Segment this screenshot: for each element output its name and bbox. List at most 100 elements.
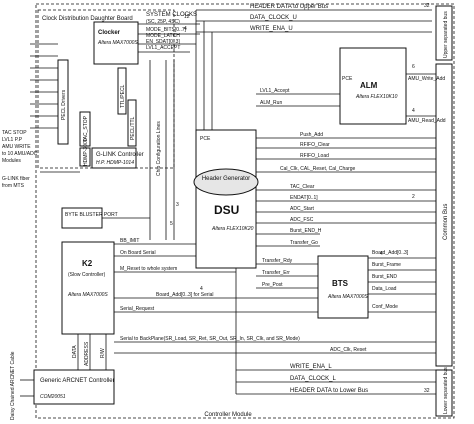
arcnet-block: Generic ARCNET Controller COM20051 (33, 369, 115, 405)
header-generator: Header Generator (193, 168, 259, 196)
bts-block: BTS Altera MAX7000S (317, 255, 369, 319)
left-modules: Modules (2, 158, 21, 164)
alm-run: ALM_Run (260, 100, 282, 106)
bw-32b: 32 (424, 388, 430, 394)
clocker-chip: Altera MAX7000S (97, 40, 138, 46)
left-tac-stop: TAC STOP (2, 130, 27, 136)
dsu-bts-wires (256, 263, 318, 289)
bw-4c: 4 (380, 251, 383, 257)
lower-bus-bar: Lower separated bus (435, 367, 453, 417)
dsu-chip: Altera FLEX10K20 (211, 226, 254, 232)
alm-title: ALM (360, 81, 378, 90)
k2-m-reset: M_Reset to whole system (120, 266, 177, 272)
left-amu: AMU WRITE (2, 144, 31, 150)
k2-wires (114, 243, 436, 354)
dsu-tac-clear: TAC_Clear (290, 184, 315, 190)
bw-2: 2 (412, 194, 415, 200)
left-daisy: Daisy Chained ARCNET Cable (10, 351, 16, 420)
alm-rfifo-clear: RFIFO_Clear (300, 142, 330, 148)
k2-data: DATA (72, 345, 78, 358)
bw-4b: 4 (412, 108, 415, 114)
dsu-transfer-rdy: Transfer_Rdy (262, 258, 293, 264)
bw-12: 12 (184, 14, 190, 20)
k2-address: ADDRESS (84, 341, 90, 366)
alm-push-add: Push_Add (300, 132, 323, 138)
sig-header-lower: HEADER DATA to Lower Bus (290, 388, 368, 394)
clock-board-title: Clock Distribution Daughter Board (42, 16, 133, 22)
dsu-burst-end: Burst_END_H (290, 228, 322, 234)
common-bus-label: Common Bus (443, 204, 449, 240)
k2-block: K2 (Slow Controller) Altera MAX7000S (61, 241, 115, 335)
lower-bus-label: Lower separated bus (443, 367, 449, 414)
alm-rfifo-load: RFIFO_Load (300, 153, 329, 159)
bw-4a: 4 (184, 26, 187, 32)
upper-bus-label: Upper separated bus (443, 11, 449, 58)
sig-write-ena-l: WRITE_ENA_L (290, 364, 332, 370)
dsu-right-wires (256, 189, 436, 247)
alm-amu-write: AMU_Write_Add (408, 76, 445, 82)
chip-config-wires (149, 60, 175, 240)
bw-32a: 32 (424, 3, 430, 9)
glink-title: G-LINK Controller (96, 152, 144, 158)
k2-adc-clk-reset: ADC_Clk, Reset (330, 347, 367, 353)
sig-clocks-detail: (SC, 25P, 4SC) (146, 19, 180, 25)
clocker-block: Clocker Altera MAX7000S (93, 21, 139, 65)
alm-cal-clk: Cal_Clk, CAL_Reset, Cal_Charge (280, 166, 356, 172)
sig-write-ena-u: WRITE_ENA_U (250, 26, 293, 32)
dsu-title: DSU (214, 203, 239, 217)
k2-arcnet-wires (77, 334, 107, 370)
dsu-adc-start: ADC_Start (290, 206, 315, 212)
left-from-mts: from MTS (2, 183, 25, 189)
k2-rw: R/W (100, 348, 106, 358)
dsu-pre-post: Pre_Post (262, 282, 283, 288)
tac-stop-block: TAC_STOP (79, 111, 91, 147)
left-to10: to 10 AMU/ADC (2, 151, 38, 157)
dsu-adc-fsc: ADC_FSC (290, 217, 314, 223)
glink-chip: H.P. HDMP-1014 (96, 160, 134, 166)
k2-chip: Altera MAX7000S (67, 292, 108, 298)
bw-3: 3 (176, 202, 179, 208)
chip-config-label: Chip Configuration Lines (156, 121, 162, 176)
bottom-wires (235, 268, 436, 395)
left-glink-fiber: G-LINK fiber (2, 176, 30, 182)
bts-burst-frame: Burst_Frame (372, 262, 401, 268)
dsu-transfer-err: Transfer_Err (262, 270, 290, 276)
hdmp3000-block: HDMP-3000 (79, 138, 91, 167)
dsu-pce: PCE (200, 136, 211, 142)
bw-5: 5 (170, 221, 173, 227)
left-connector-stubs (20, 43, 80, 397)
k2-serial-req: Serial_Request (120, 306, 155, 312)
left-lvl1: LVL1 P.P (2, 137, 23, 143)
bts-data-load: Data_Load (372, 286, 397, 292)
bts-title: BTS (332, 279, 349, 288)
k2-bb-imit: BB_IMIT (120, 238, 139, 244)
controller-module-label: Controller Module (204, 412, 252, 418)
k2-subtitle: (Slow Controller) (68, 272, 106, 278)
sig-lvl1-accept: LVL1_ACCEPT (146, 45, 180, 51)
alm-chip: Altera FLEX10K10 (355, 94, 398, 100)
alm-block: ALM Altera FLEX10K10 PCE (339, 47, 407, 125)
sig-data-clock-u: DATA_CLOCK_U (250, 15, 297, 21)
pecl-drivers-block: PECL Drivers (57, 59, 69, 145)
k2-serial-back: Serial to BackPlane(SR_Load, SR_Ret, SR_… (120, 336, 300, 342)
bts-board-add: Board_Add[0..3] (372, 250, 409, 256)
arcnet-chip: COM20051 (40, 394, 66, 400)
bts-chip: Altera MAX7000S (327, 294, 368, 300)
sig-en-sdat: EN_SDAT[0..3] (146, 39, 180, 45)
dsu-transfer-go: Transfer_Go (290, 240, 318, 246)
clocker-title: Clocker (98, 30, 121, 36)
pecl-ttl-label: PECL/TTL (130, 116, 136, 140)
bts-conf-mode: Conf_Mode (372, 304, 398, 310)
glink-controller-block: G-LINK Controller H.P. HDMP-1014 (91, 147, 144, 169)
common-bus-bar: Common Bus (435, 63, 453, 367)
pecl-ttl-block: PECL/TTL (127, 99, 137, 147)
byte-blaster-label: BYTE BLUSTER PORT (65, 212, 118, 218)
sig-mode-bits: MODE_BITS[0..7] (146, 27, 187, 33)
alm-pce: PCE (342, 76, 353, 82)
sig-system-clocks: SYSTEM CLOCKS (146, 12, 197, 18)
controller-module-frame (35, 3, 455, 419)
hdmp3000-label: HDMP-3000 (83, 138, 89, 166)
alm-interface-wires (256, 93, 436, 173)
dsu-block: DSU Altera FLEX10K20 PCE (195, 129, 257, 269)
